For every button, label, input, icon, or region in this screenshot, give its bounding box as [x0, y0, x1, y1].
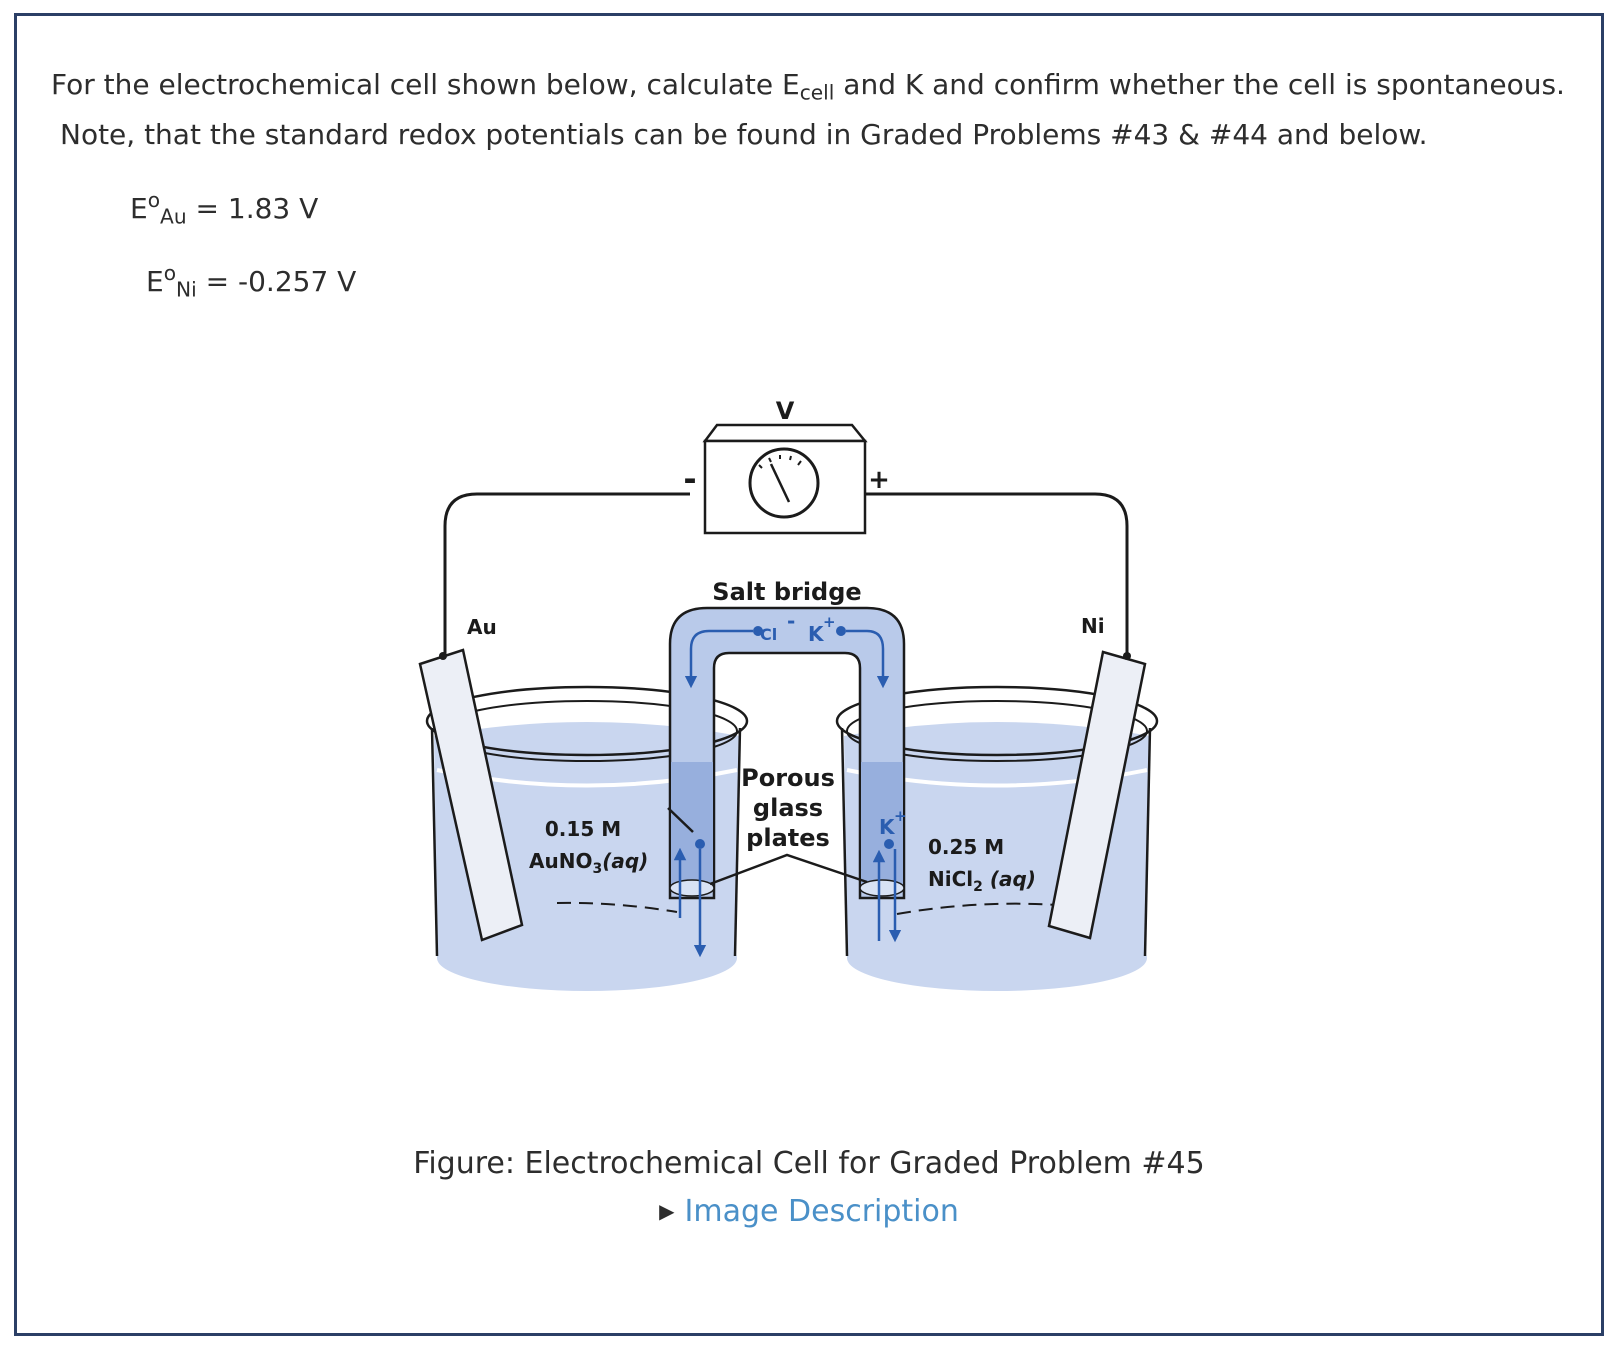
image-description-toggle[interactable]: ▶ Image Description — [17, 1194, 1601, 1229]
ni-label: Ni — [1081, 614, 1105, 638]
negative-terminal: - — [683, 460, 696, 498]
chloride-ion: Cl — [760, 625, 777, 644]
image-description-link[interactable]: Image Description — [684, 1194, 959, 1229]
wire-left — [443, 492, 690, 656]
potassium-charge: + — [823, 613, 836, 631]
au-electrode — [418, 648, 524, 942]
chloride-charge: - — [787, 609, 795, 633]
question-line-2: Note, that the standard redox potentials… — [60, 118, 1428, 151]
left-concentration: 0.15 M — [545, 817, 621, 841]
gauge-icon — [748, 447, 820, 519]
problem-card: For the electrochemical cell shown below… — [14, 13, 1604, 1336]
right-solution: NiCl2 (aq) — [928, 867, 1036, 895]
potassium-charge-right: + — [894, 807, 907, 825]
left-solution: AuNO3(aq) — [529, 849, 648, 877]
figure-caption: Figure: Electrochemical Cell for Graded … — [413, 1146, 1205, 1181]
ni-electrode — [1047, 650, 1147, 940]
potassium-ion: K — [808, 622, 825, 646]
right-concentration: 0.25 M — [928, 835, 1004, 859]
potential-ni: EoNi = -0.257 V — [146, 261, 357, 302]
voltmeter-label: V — [776, 397, 795, 425]
porous-label-1: Porous — [741, 764, 835, 792]
disclosure-triangle-icon: ▶ — [659, 1199, 675, 1223]
positive-terminal: + — [868, 465, 890, 495]
voltmeter — [702, 423, 868, 535]
question-line-1: For the electrochemical cell shown below… — [51, 68, 1565, 105]
salt-bridge-label: Salt bridge — [712, 578, 861, 606]
wire-right — [865, 492, 1129, 656]
potential-au: EoAu = 1.83 V — [130, 188, 319, 229]
electrochemical-cell-diagram: V - + Au — [418, 397, 1159, 991]
potassium-ion-right: K — [879, 815, 896, 839]
porous-label-3: plates — [746, 824, 830, 852]
au-label: Au — [467, 615, 497, 639]
porous-label-2: glass — [753, 794, 823, 822]
ion-flow-arrows — [673, 626, 902, 958]
